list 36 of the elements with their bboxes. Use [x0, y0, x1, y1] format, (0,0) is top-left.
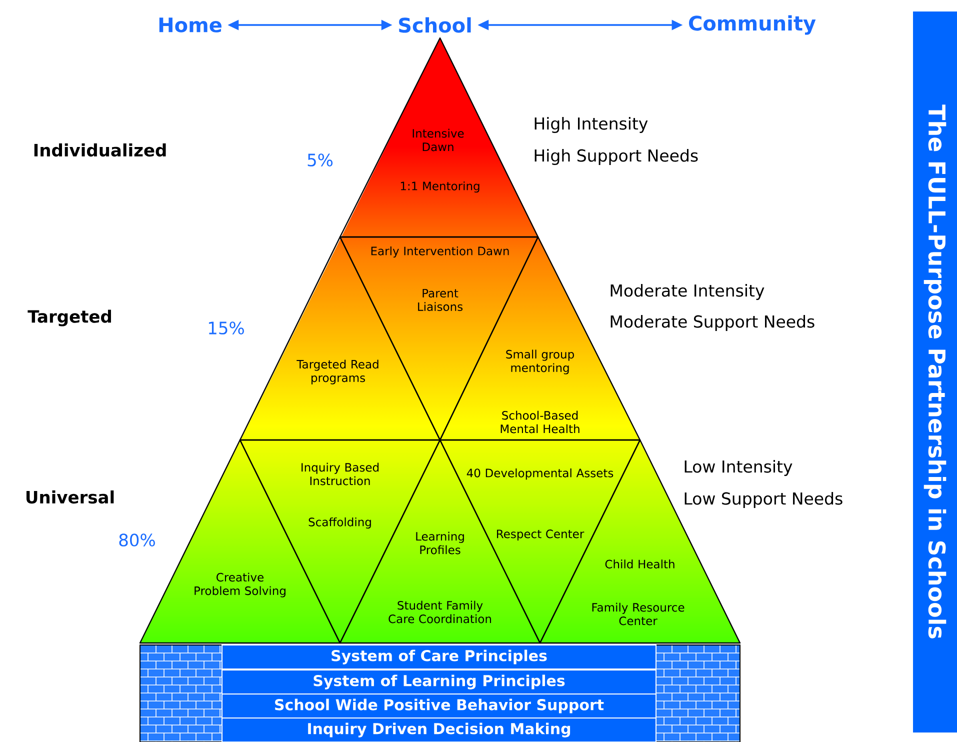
- side-banner: The FULL-Purpose Partnership in Schools: [913, 12, 957, 732]
- section-text: Inquiry Based Instruction: [302, 462, 379, 486]
- section-text: Scaffolding: [308, 517, 371, 529]
- heading-text: Home: [159, 18, 222, 32]
- section-text: Creative Problem Solving: [194, 572, 286, 598]
- section-text: Intensive Dawn: [412, 128, 464, 152]
- section-text: Learning Profiles: [416, 532, 464, 554]
- section-text: Family Resource Center: [592, 602, 684, 626]
- intensity-label: Moderate Support Needs: [610, 315, 814, 331]
- section-text: Parent Liaisons: [418, 289, 463, 312]
- foundation-bar: Inquiry Driven Decision Making: [222, 718, 656, 742]
- percentage-label: 80%: [119, 534, 155, 546]
- section-text: Small group mentoring: [506, 350, 574, 374]
- node-label: Inquiry Driven Decision Making: [308, 722, 570, 738]
- intensity-label: Moderate Intensity: [610, 284, 764, 300]
- tier-label: Individualized: [34, 143, 166, 157]
- section-text: 40 Developmental Assets: [466, 468, 614, 480]
- intensity-label: High Intensity: [534, 117, 648, 133]
- section-text: Student Family Care Coordination: [388, 600, 491, 624]
- intensity-label: Low Intensity: [684, 460, 792, 476]
- section-text: Early Intervention Dawn: [371, 246, 509, 258]
- foundation-bar: School Wide Positive Behavior Support: [222, 694, 656, 718]
- section-text: Child Health: [605, 560, 674, 568]
- section-text: Respect Center: [497, 530, 584, 540]
- foundation-bar: System of Learning Principles: [222, 670, 656, 694]
- tier-label: Targeted: [28, 310, 111, 326]
- section-text: School-Based Mental Health: [500, 410, 580, 434]
- tier-label: Universal: [26, 490, 114, 504]
- foundation-bar: System of Care Principles: [222, 644, 656, 670]
- heading-text: Community: [689, 15, 816, 35]
- section-text: Targeted Read programs: [296, 360, 378, 384]
- intensity-label: High Support Needs: [534, 149, 698, 165]
- heading-text: School: [399, 17, 471, 33]
- percentage-label: 15%: [208, 322, 244, 334]
- section-text: 1:1 Mentoring: [400, 181, 480, 193]
- intensity-label: Low Support Needs: [684, 492, 842, 508]
